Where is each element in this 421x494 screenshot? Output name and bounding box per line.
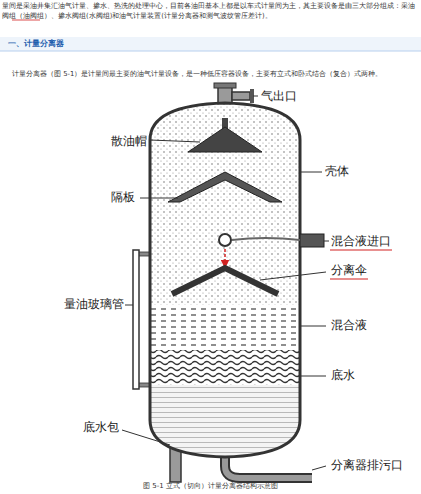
leader-line (300, 376, 326, 377)
inlet-opening (219, 234, 231, 246)
part-label: 气出口 (260, 89, 298, 103)
red-underline (330, 249, 392, 250)
figure-caption: 图 5-1 立式（切向）计量分离器结构示意图 (143, 482, 278, 490)
heading-band (0, 37, 421, 51)
heading-rule (0, 51, 421, 52)
pipe-cap (214, 83, 236, 88)
leader-line (312, 466, 326, 470)
mixed-liquid (140, 305, 310, 350)
leader-lines (122, 96, 329, 470)
leader-line (260, 272, 326, 280)
red-underline (330, 278, 368, 279)
baffle-plate (168, 172, 282, 202)
leader-line (253, 96, 258, 97)
bottom-water (140, 385, 310, 465)
gauge-glass-tube (133, 250, 139, 389)
liquid-layers (140, 305, 310, 465)
leader-line (150, 140, 200, 142)
inlet-nozzle (300, 234, 324, 247)
document-text: 量间是采油井集汇油气计量、掺水、热洗的处理中心，目前各油田基本上都是以车式计量间… (2, 2, 415, 10)
leader-line (300, 172, 322, 173)
leader-line (140, 198, 178, 199)
part-label: 量油玻璃管 (63, 297, 125, 311)
part-label: 混合液进口 (330, 234, 392, 248)
oil-dispersing-cap (188, 127, 262, 152)
part-label: 底水包 (82, 420, 120, 434)
part-label: 混合液 (330, 318, 368, 332)
part-label: 散油帽 (110, 134, 148, 148)
part-label: 隔板 (110, 190, 136, 204)
vessel-shell (150, 103, 300, 457)
part-label: 底水 (330, 368, 356, 382)
flow-arrow (224, 249, 226, 264)
tangential-inlet (232, 238, 300, 240)
part-label: 分离伞 (330, 263, 368, 277)
leader-line (300, 326, 326, 327)
oil-water-interface (140, 350, 310, 385)
document-text: 阀组（油阀组）、掺水阀组(水阀组)和油气计量装置(计量分离器和测气波纹管压差计)… (2, 12, 272, 20)
leader-line (324, 241, 329, 242)
section-heading: 一、计量分离器 (8, 39, 64, 49)
separator-umbrella (172, 268, 278, 294)
leader-line (122, 430, 170, 445)
document-text: 计量分离器（图 5-1）是计量间最主要的油气计量设备，是一种低压容器设备，主要有… (12, 70, 382, 78)
part-label: 分离器排污口 (330, 458, 404, 472)
gas-outlet-branch (232, 92, 250, 100)
part-label: 壳体 (324, 164, 350, 178)
leader-line (125, 305, 133, 306)
